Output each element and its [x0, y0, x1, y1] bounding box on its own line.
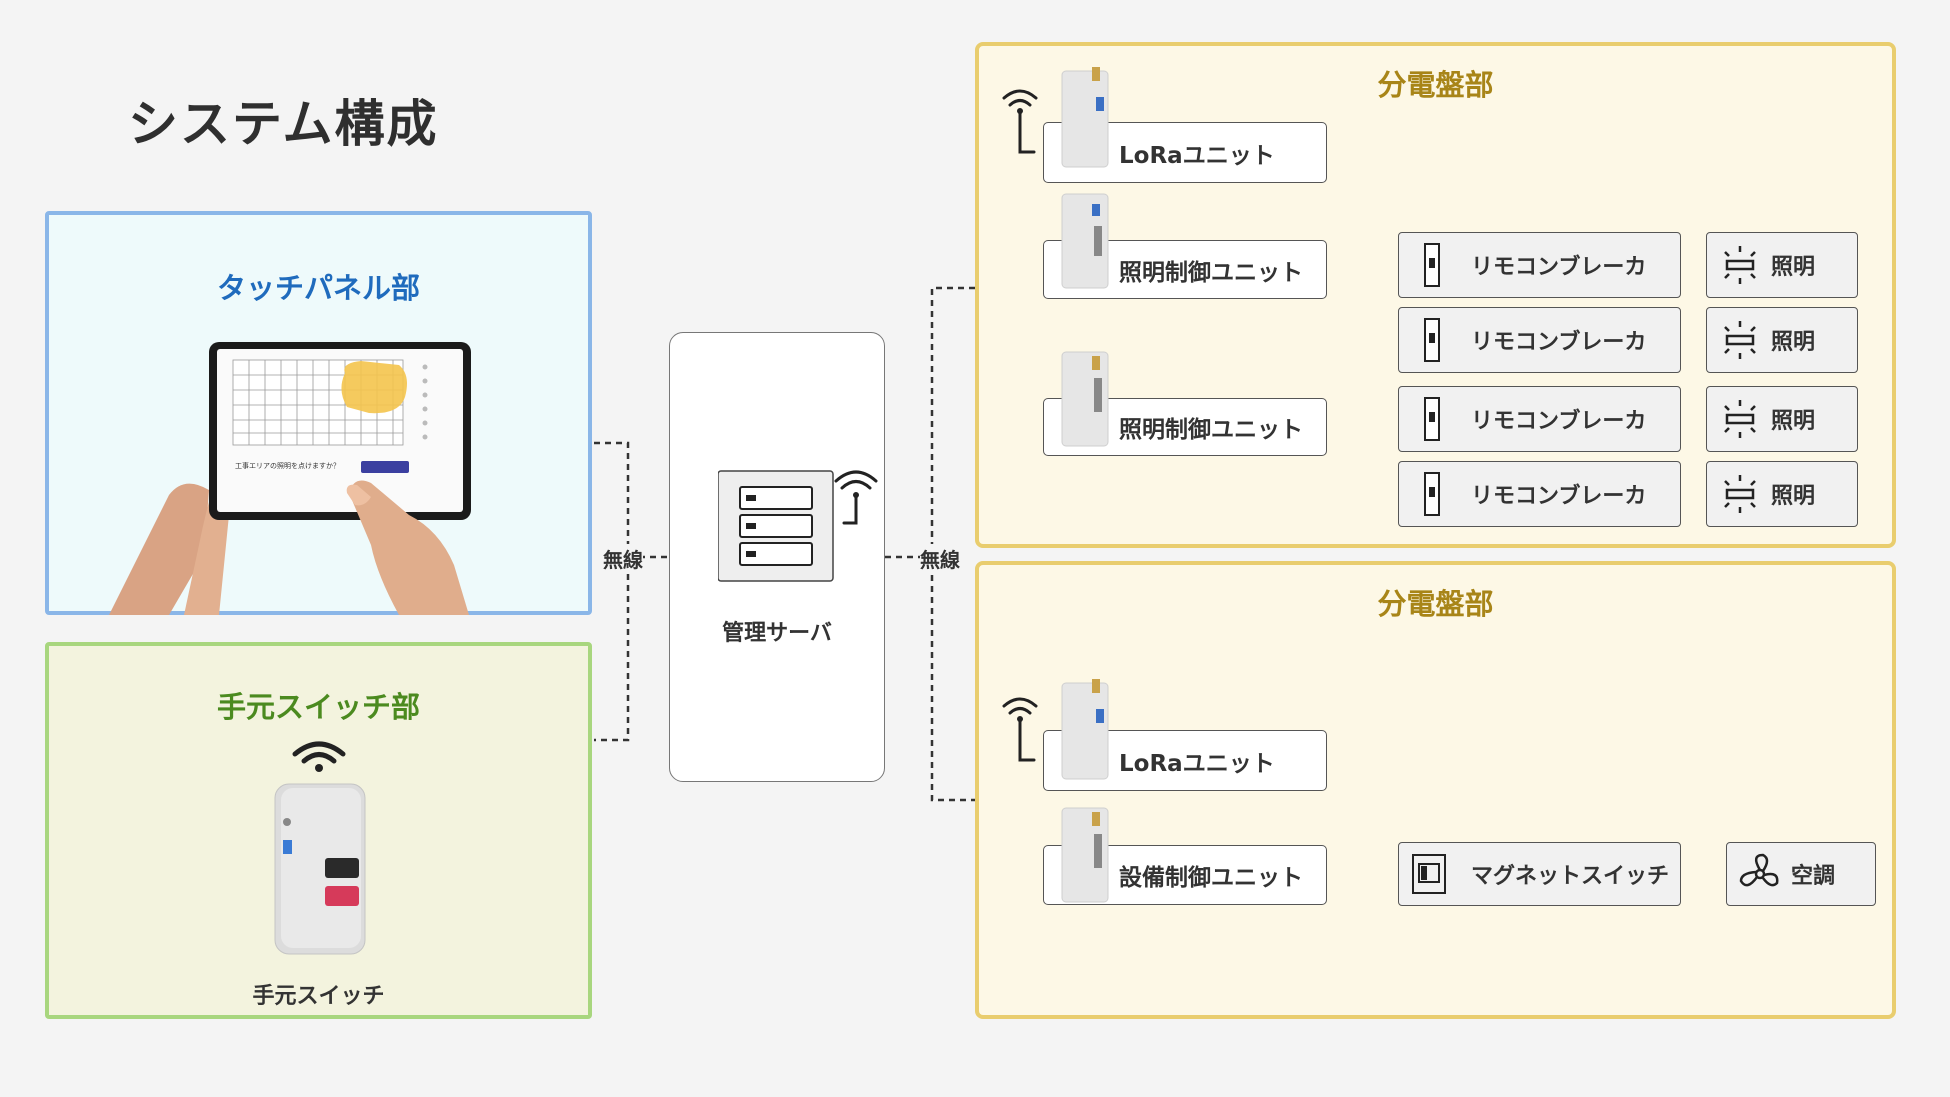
lora-device-image [1061, 679, 1109, 780]
hand-switch-device [274, 783, 366, 955]
remote-breaker-1-label: リモコンブレーカ [1471, 255, 1647, 280]
breaker-icon [1424, 397, 1440, 441]
page-title: システム構成 [128, 95, 439, 153]
antenna-wifi-icon [1002, 89, 1038, 154]
board2-title: 分電盤部 [1377, 587, 1494, 621]
magnet-switch-icon [1412, 854, 1446, 894]
magnet-switch: マグネットスイッチ [1398, 842, 1681, 906]
remote-breaker-2: リモコンブレーカ [1398, 307, 1681, 373]
light-3: 照明 [1706, 386, 1858, 452]
light-unit-device-image [1061, 193, 1109, 289]
wifi-icon [292, 741, 346, 772]
light-4: 照明 [1706, 461, 1858, 527]
touch-panel-title: タッチパネル部 [216, 271, 420, 305]
tablet-illustration: 工事エリアの照明を点けますか？ [109, 342, 471, 615]
antenna-wifi-icon [1002, 697, 1038, 762]
lora-unit-1-label: LoRaユニット [1119, 142, 1275, 169]
hand-switch-section: 手元スイッチ部 手元スイッチ [45, 642, 592, 1019]
light-1: 照明 [1706, 232, 1858, 298]
tablet-prompt-text: 工事エリアの照明を点けますか？ [235, 461, 340, 470]
remote-breaker-1: リモコンブレーカ [1398, 232, 1681, 298]
light-2: 照明 [1706, 307, 1858, 373]
equipment-unit-device-image [1061, 807, 1109, 903]
lora-unit-2-label: LoRaユニット [1119, 750, 1275, 777]
light-icon [1724, 321, 1756, 359]
light-unit-device-image [1061, 351, 1109, 447]
breaker-icon [1424, 472, 1440, 516]
breaker-icon [1424, 243, 1440, 287]
hand-switch-title: 手元スイッチ部 [216, 690, 420, 724]
remote-breaker-3-label: リモコンブレーカ [1471, 409, 1647, 434]
remote-breaker-4: リモコンブレーカ [1398, 461, 1681, 527]
hand-switch-label: 手元スイッチ [252, 984, 385, 1009]
light-3-label: 照明 [1771, 409, 1816, 434]
equipment-control-unit-label: 設備制御ユニット [1119, 865, 1303, 891]
server-label: 管理サーバ [722, 621, 832, 646]
light-icon [1724, 475, 1756, 513]
magnet-switch-label: マグネットスイッチ [1471, 864, 1670, 889]
wireless-label-right: 無線 [920, 544, 960, 573]
management-server: 管理サーバ [669, 332, 885, 782]
wireless-label-left: 無線 [603, 544, 643, 573]
light-2-label: 照明 [1771, 330, 1816, 355]
dashed-link-left [594, 441, 630, 742]
light-4-label: 照明 [1771, 484, 1816, 509]
server-icon [718, 470, 878, 582]
light-control-unit-1-label: 照明制御ユニット [1119, 259, 1303, 286]
fan-icon [1739, 853, 1779, 887]
light-control-unit-2-label: 照明制御ユニット [1119, 417, 1303, 443]
lora-device-image [1061, 67, 1109, 168]
remote-breaker-4-label: リモコンブレーカ [1471, 484, 1647, 509]
light-icon [1724, 400, 1756, 438]
touch-panel-section: タッチパネル部 工事エリアの照明を点けますか？ [45, 211, 592, 615]
aircon: 空調 [1726, 842, 1876, 906]
light-1-label: 照明 [1771, 255, 1816, 280]
remote-breaker-3: リモコンブレーカ [1398, 386, 1681, 452]
light-icon [1724, 246, 1756, 284]
breaker-icon [1424, 318, 1440, 362]
aircon-label: 空調 [1791, 864, 1836, 889]
remote-breaker-2-label: リモコンブレーカ [1471, 330, 1647, 355]
board1-title: 分電盤部 [1377, 68, 1494, 102]
